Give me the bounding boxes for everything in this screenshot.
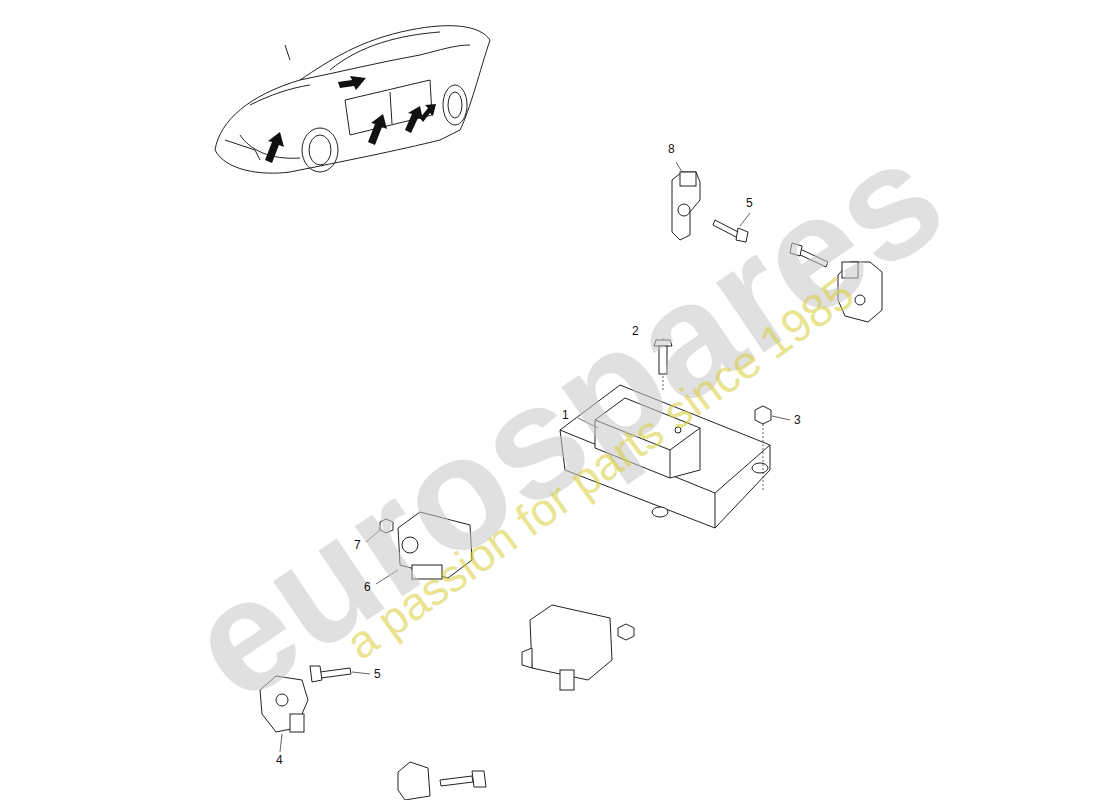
callout-number: 6: [364, 580, 371, 594]
callout-number: 5: [374, 667, 381, 681]
callout-number: 5: [746, 196, 753, 210]
callout-number: 3: [794, 413, 801, 427]
callout-number: 4: [276, 753, 283, 767]
callout-number: 8: [668, 142, 675, 156]
callout-number: 7: [354, 538, 361, 552]
callout-number: 2: [632, 324, 639, 338]
callout-number: 1: [562, 408, 569, 422]
